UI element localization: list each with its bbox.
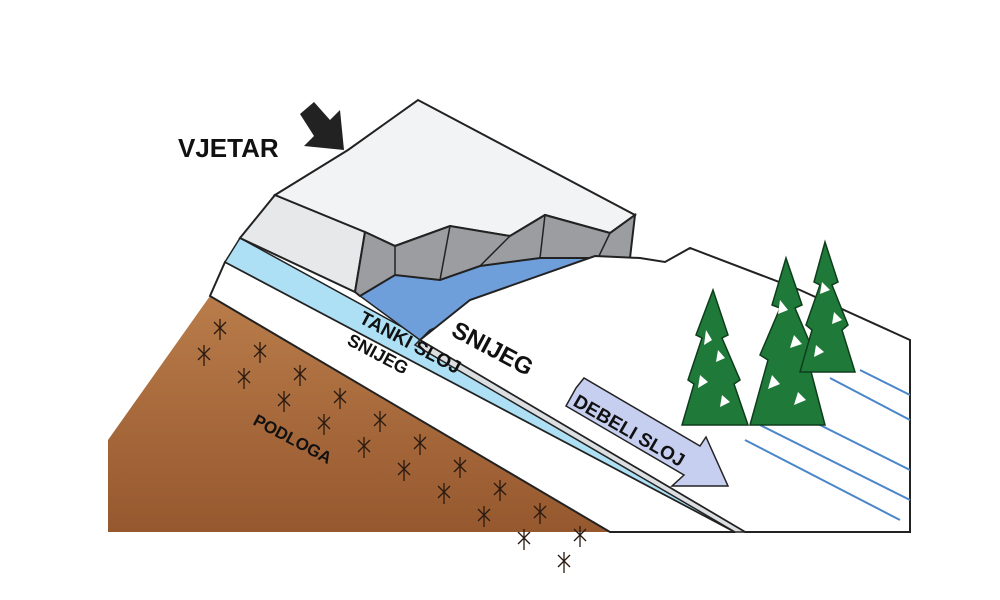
pine-tree-icon: [799, 239, 857, 373]
arrow-down-right-icon: [300, 102, 344, 150]
thick-layer-arrow: [564, 377, 730, 487]
wind-label: VJETAR: [178, 133, 279, 163]
scarp-edge-2: [439, 225, 451, 281]
pine-tree-icon: [749, 255, 826, 426]
pine-tree-icon: [680, 287, 750, 426]
ground-layer: [108, 296, 610, 532]
released-slab-side: [413, 339, 748, 533]
scarp-edge-3: [479, 235, 511, 267]
ground-hatching: [197, 319, 587, 573]
scarp-edge-5: [597, 232, 611, 259]
scarp-edge-4: [539, 214, 546, 259]
